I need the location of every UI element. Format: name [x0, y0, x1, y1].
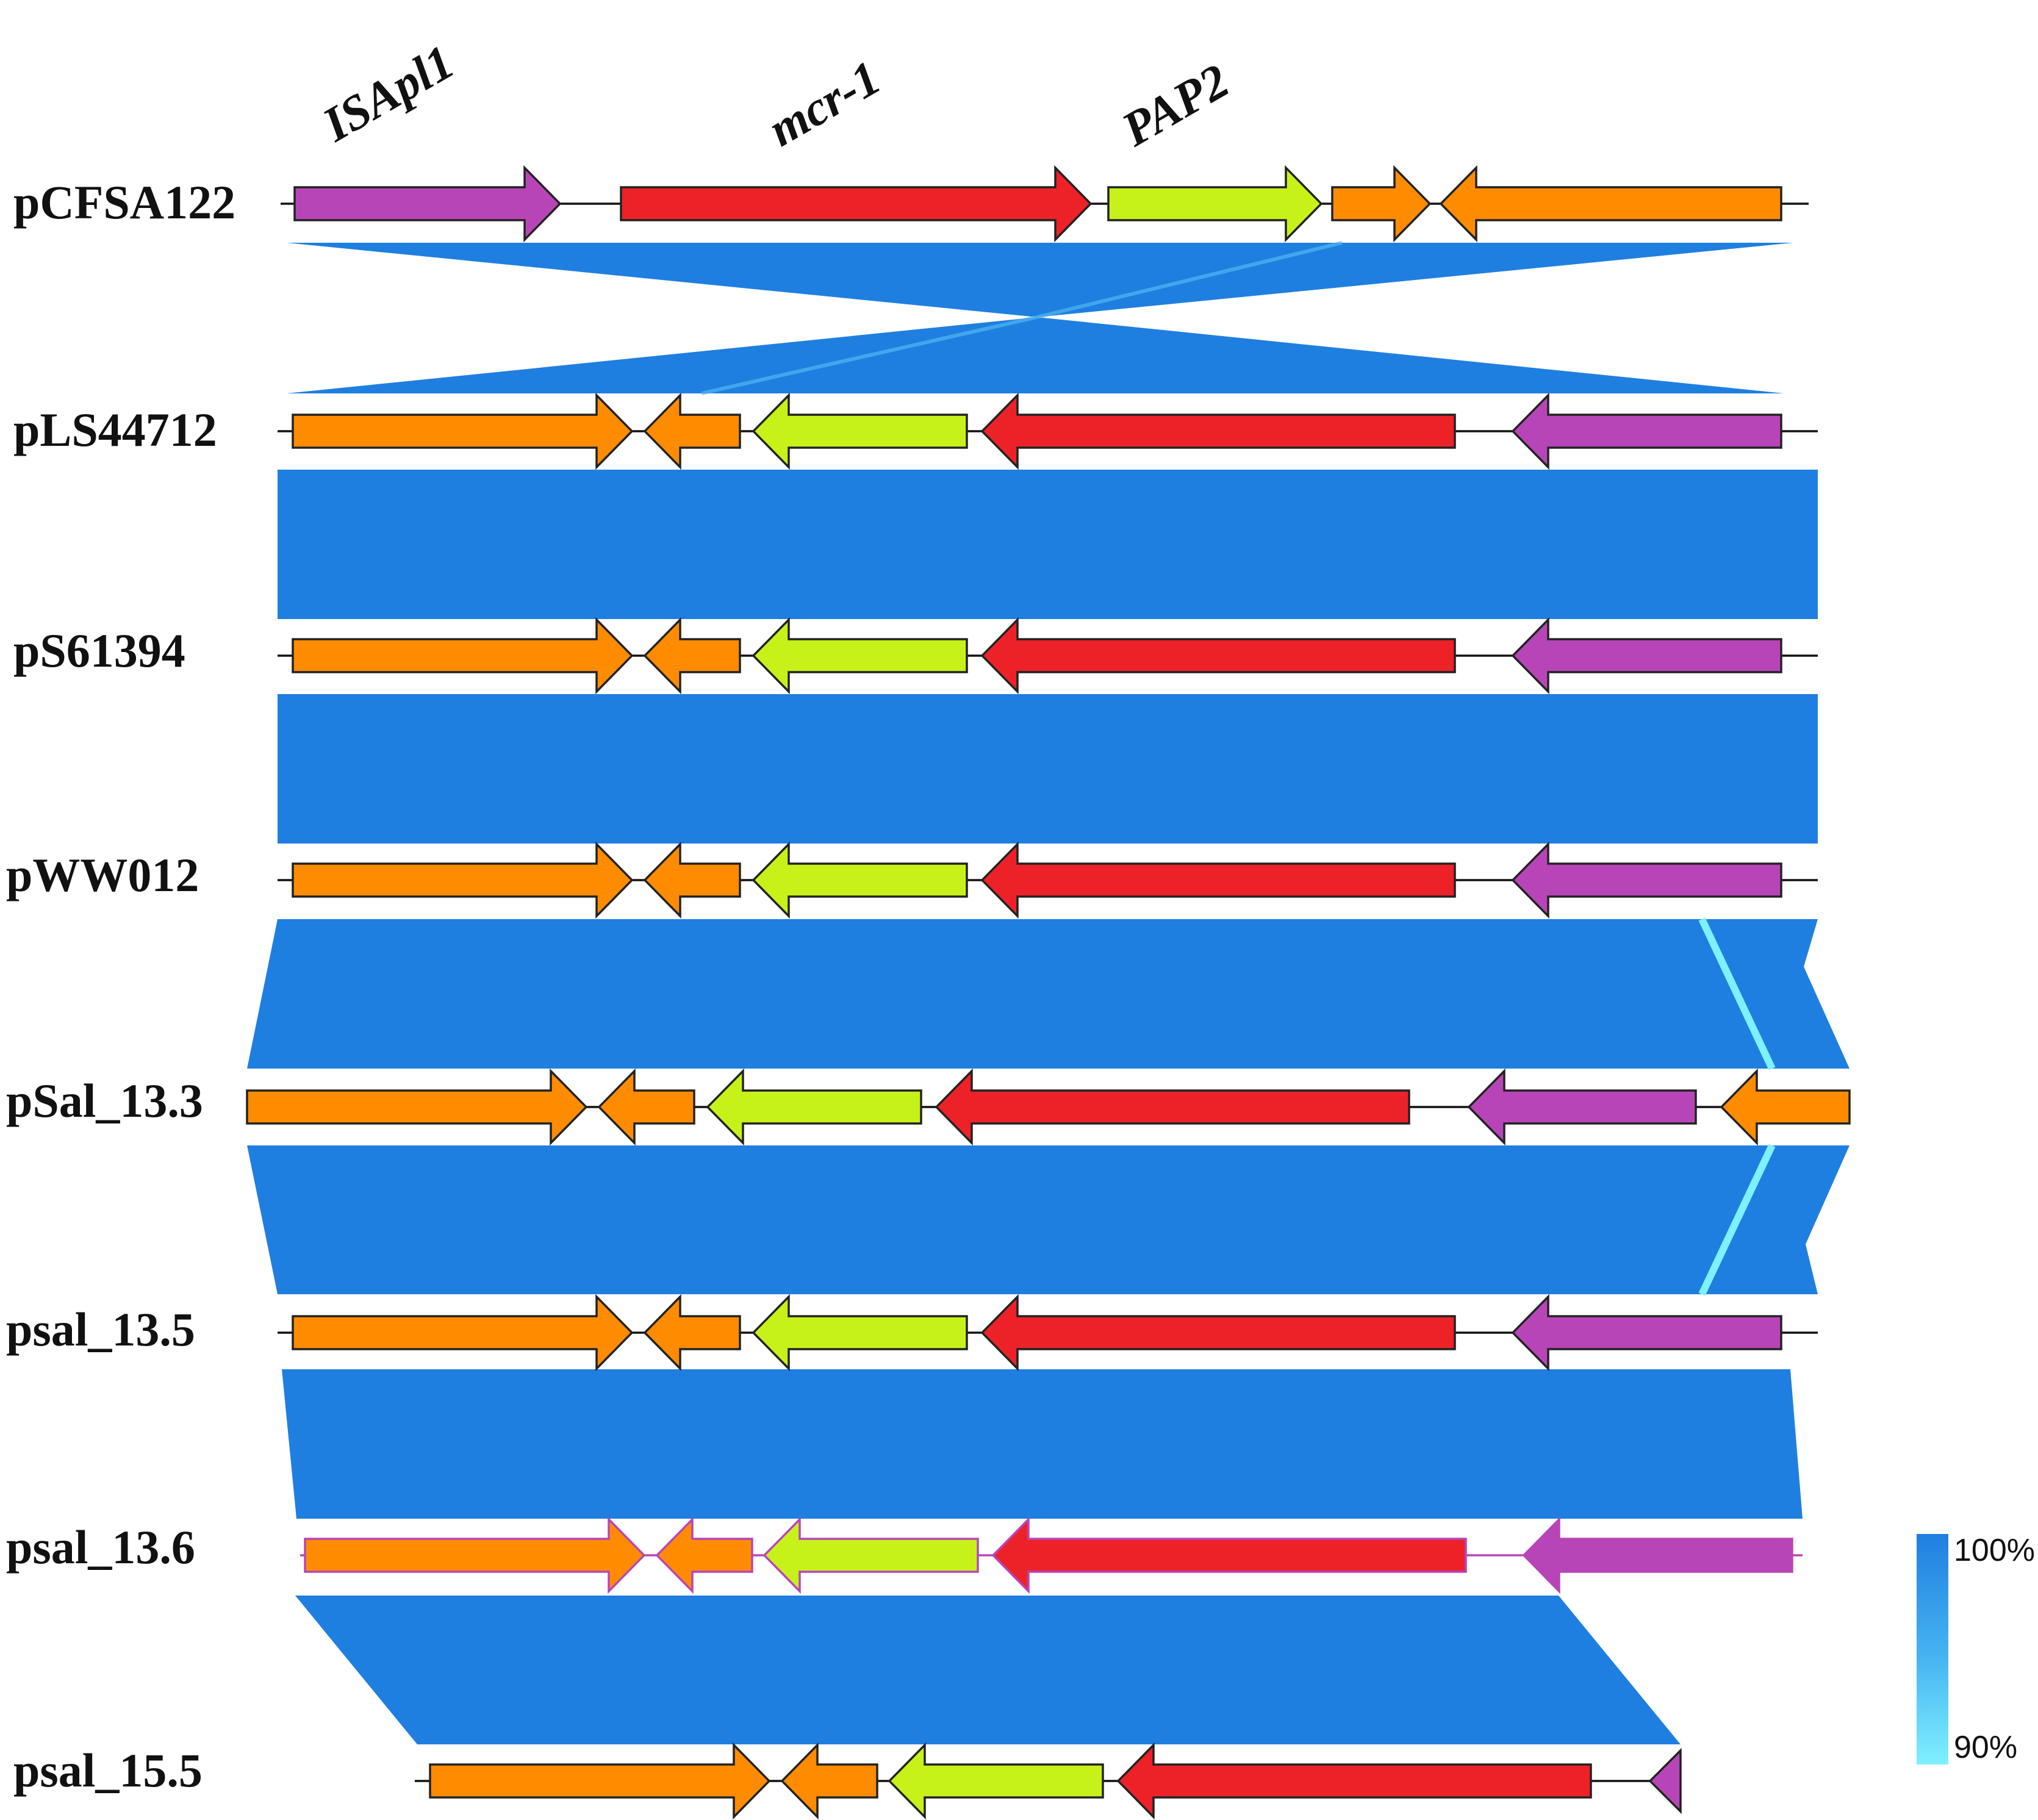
- identity-band: [278, 470, 1818, 619]
- identity-band: [282, 1369, 1803, 1519]
- identity-band: [247, 1145, 1850, 1294]
- mcr1-gene-arrow: [980, 841, 1456, 919]
- pap2-gene-arrow: [752, 1294, 968, 1372]
- pap2-gene-arrow: [762, 1516, 979, 1594]
- track-label-psal-13-3: pSal_13.3: [6, 1074, 203, 1127]
- orange-gene-arrow: [1720, 1068, 1851, 1146]
- mcr1-gene-arrow: [991, 1516, 1467, 1594]
- isapl1-gene-arrow: [1511, 841, 1782, 919]
- legend-max-label: 100%: [1954, 1533, 2035, 1568]
- isapl1-gene-arrow: [1522, 1516, 1793, 1594]
- orange-gene-arrow: [643, 392, 741, 470]
- gene-arrows-psal-13-6: [304, 1516, 1793, 1594]
- gene-arrows: [246, 165, 1851, 1372]
- orange-gene-arrow: [292, 392, 634, 470]
- isapl1-gene-arrow: [1648, 1747, 1682, 1815]
- orange-gene-arrow: [643, 1294, 741, 1372]
- inversion-band: [287, 243, 1793, 317]
- low-identity-link: [1698, 917, 1776, 1070]
- pap2-gene-arrow: [888, 1742, 1104, 1820]
- track-label-pls44712: pLS44712: [13, 403, 217, 456]
- pap2-gene-arrow: [752, 392, 968, 470]
- orange-gene-arrow: [292, 617, 634, 695]
- comparison-bands: [247, 241, 1850, 1744]
- inversion-highlight: [1036, 241, 1343, 319]
- isapl1-gene-arrow: [1467, 1068, 1697, 1146]
- pap2-gene-arrow: [752, 617, 968, 695]
- mcr1-gene-arrow: [980, 392, 1456, 470]
- orange-gene-arrow: [1331, 165, 1432, 243]
- inversion-band: [287, 317, 1784, 393]
- track-label-psal-13-6: psal_13.6: [6, 1521, 195, 1574]
- mcr1-gene-arrow: [980, 1294, 1456, 1372]
- track-label-ps61394: pS61394: [13, 624, 185, 677]
- isapl1-gene-arrow: [1511, 617, 1782, 695]
- pap2-gene-arrow: [1107, 165, 1323, 243]
- identity-color-scale: [1917, 1534, 1948, 1764]
- mcr1-gene-arrow: [1116, 1742, 1592, 1820]
- track-label-psal-15-5: psal_15.5: [13, 1744, 203, 1797]
- track-label-pww012: pWW012: [6, 848, 199, 901]
- identity-band: [278, 694, 1818, 844]
- orange-gene-arrow: [597, 1068, 695, 1146]
- mcr1-gene-arrow: [935, 1068, 1410, 1146]
- orange-gene-arrow: [292, 841, 634, 919]
- orange-gene-arrow: [246, 1068, 588, 1146]
- pap2-gene-arrow: [752, 841, 968, 919]
- orange-gene-arrow: [655, 1516, 753, 1594]
- orange-gene-arrow: [292, 1294, 634, 1372]
- legend-min-label: 90%: [1954, 1730, 2018, 1765]
- track-label-psal-13-5: psal_13.5: [6, 1303, 195, 1356]
- mcr1-gene-arrow: [980, 617, 1456, 695]
- orange-gene-arrow: [1439, 165, 1782, 243]
- identity-band: [247, 919, 1850, 1069]
- isapl1-gene-arrow: [1511, 1294, 1782, 1372]
- orange-gene-arrow: [643, 617, 741, 695]
- orange-gene-arrow: [780, 1742, 878, 1820]
- orange-gene-arrow: [429, 1742, 771, 1820]
- orange-gene-arrow: [304, 1516, 646, 1594]
- inversion-highlight: [701, 315, 1038, 395]
- pap2-gene-arrow: [706, 1068, 922, 1146]
- identity-band: [295, 1596, 1681, 1744]
- track-label-pcfsa122: pCFSA122: [13, 176, 236, 229]
- low-identity-link: [1698, 1144, 1776, 1296]
- isapl1-gene-arrow: [1511, 392, 1782, 470]
- gene-arrows-psal-15-5: [429, 1742, 1682, 1820]
- mcr1-gene-arrow: [620, 165, 1093, 243]
- orange-gene-arrow: [643, 841, 741, 919]
- isapl1-gene-arrow: [293, 165, 562, 243]
